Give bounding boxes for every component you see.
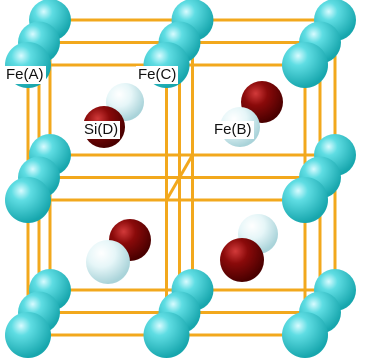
fe-a-atom-27 [5, 177, 51, 223]
label-si-d: Si(D) [82, 121, 121, 139]
fe-b-atom-21 [86, 240, 130, 284]
fe-a-atom-31 [282, 312, 328, 358]
label-fe-c: Fe(C) [136, 66, 179, 84]
bond-22 [165, 153, 194, 202]
fe-c-atom-23 [220, 238, 264, 282]
label-fe-a: Fe(A) [4, 66, 46, 84]
label-fe-b: Fe(B) [212, 121, 254, 139]
fe-a-atom-30 [143, 312, 190, 358]
fe-a-atom-28 [282, 177, 328, 223]
fe-a-atom-29 [5, 312, 51, 358]
fe-a-atom-26 [282, 42, 328, 88]
